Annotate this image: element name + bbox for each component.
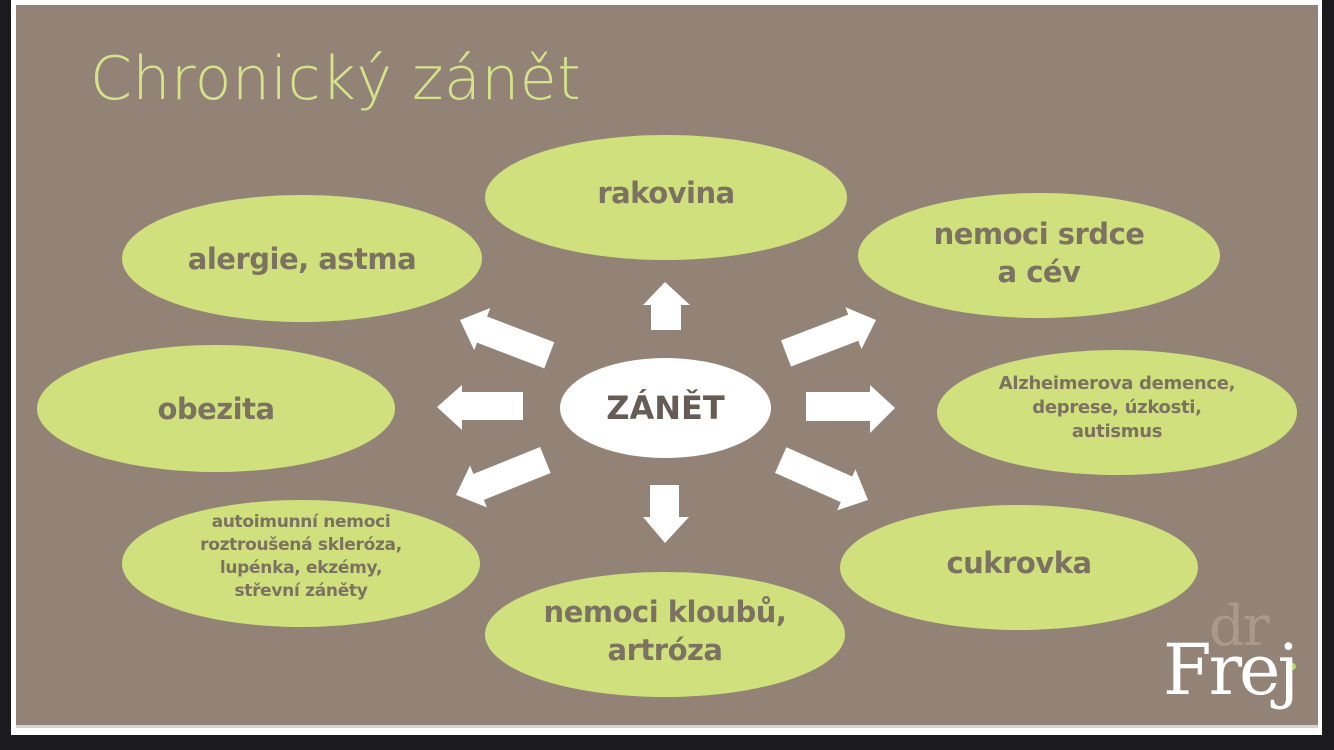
arrow-down-left-icon [456, 446, 551, 508]
arrow-down-right-icon [775, 447, 868, 511]
node-label: nemoci srdce [933, 216, 1145, 251]
node-label: střevní záněty [234, 580, 368, 601]
node-nemoci-kloubu: nemoci kloubů, artróza [485, 572, 845, 697]
node-nemoci-srdce: nemoci srdce a cév [858, 193, 1220, 318]
node-cukrovka: cukrovka [840, 505, 1198, 630]
node-label: Alzheimerova demence, [998, 372, 1236, 394]
center-node-zanet: ZÁNĚT [560, 358, 771, 458]
node-label: cukrovka [946, 545, 1092, 580]
node-label: lupénka, ekzémy, [219, 557, 383, 578]
node-alergie: alergie, astma [122, 195, 482, 322]
logo-prefix: dr [1209, 594, 1270, 659]
node-autoimunni: autoimunní nemoci roztroušená skleróza, … [122, 500, 480, 627]
node-label: roztroušená skleróza, [200, 534, 402, 555]
node-label: autoimunní nemoci [211, 511, 391, 532]
center-node-label: ZÁNĚT [606, 389, 725, 427]
logo-dot-icon [1289, 663, 1296, 670]
slide-title: Chronický zánět [90, 44, 582, 114]
node-label: deprese, úzkosti, [1032, 396, 1202, 418]
node-label: a cév [997, 254, 1081, 289]
node-label: autismus [1071, 420, 1163, 442]
node-label: obezita [157, 391, 275, 426]
node-label: rakovina [597, 175, 735, 210]
arrow-right-icon [806, 385, 895, 433]
node-rakovina: rakovina [485, 135, 847, 260]
arrows-layer [437, 282, 895, 543]
arrow-left-icon [437, 385, 523, 430]
arrow-up-right-icon [781, 307, 876, 367]
node-label: alergie, astma [187, 241, 417, 276]
node-obezita: obezita [37, 345, 395, 472]
node-alzheimer: Alzheimerova demence, deprese, úzkosti, … [937, 350, 1297, 475]
node-label: artróza [607, 632, 723, 667]
slide: Chronický zánět ZÁNĚT rakovina [16, 5, 1318, 728]
logo-dr-frej: dr Frej [1161, 599, 1311, 725]
node-label: nemoci kloubů, [543, 594, 787, 629]
logo-name: Frej [1163, 629, 1299, 711]
arrow-up-left-icon [460, 308, 555, 369]
arrow-down-icon [643, 485, 689, 543]
arrow-up-icon [643, 282, 690, 330]
